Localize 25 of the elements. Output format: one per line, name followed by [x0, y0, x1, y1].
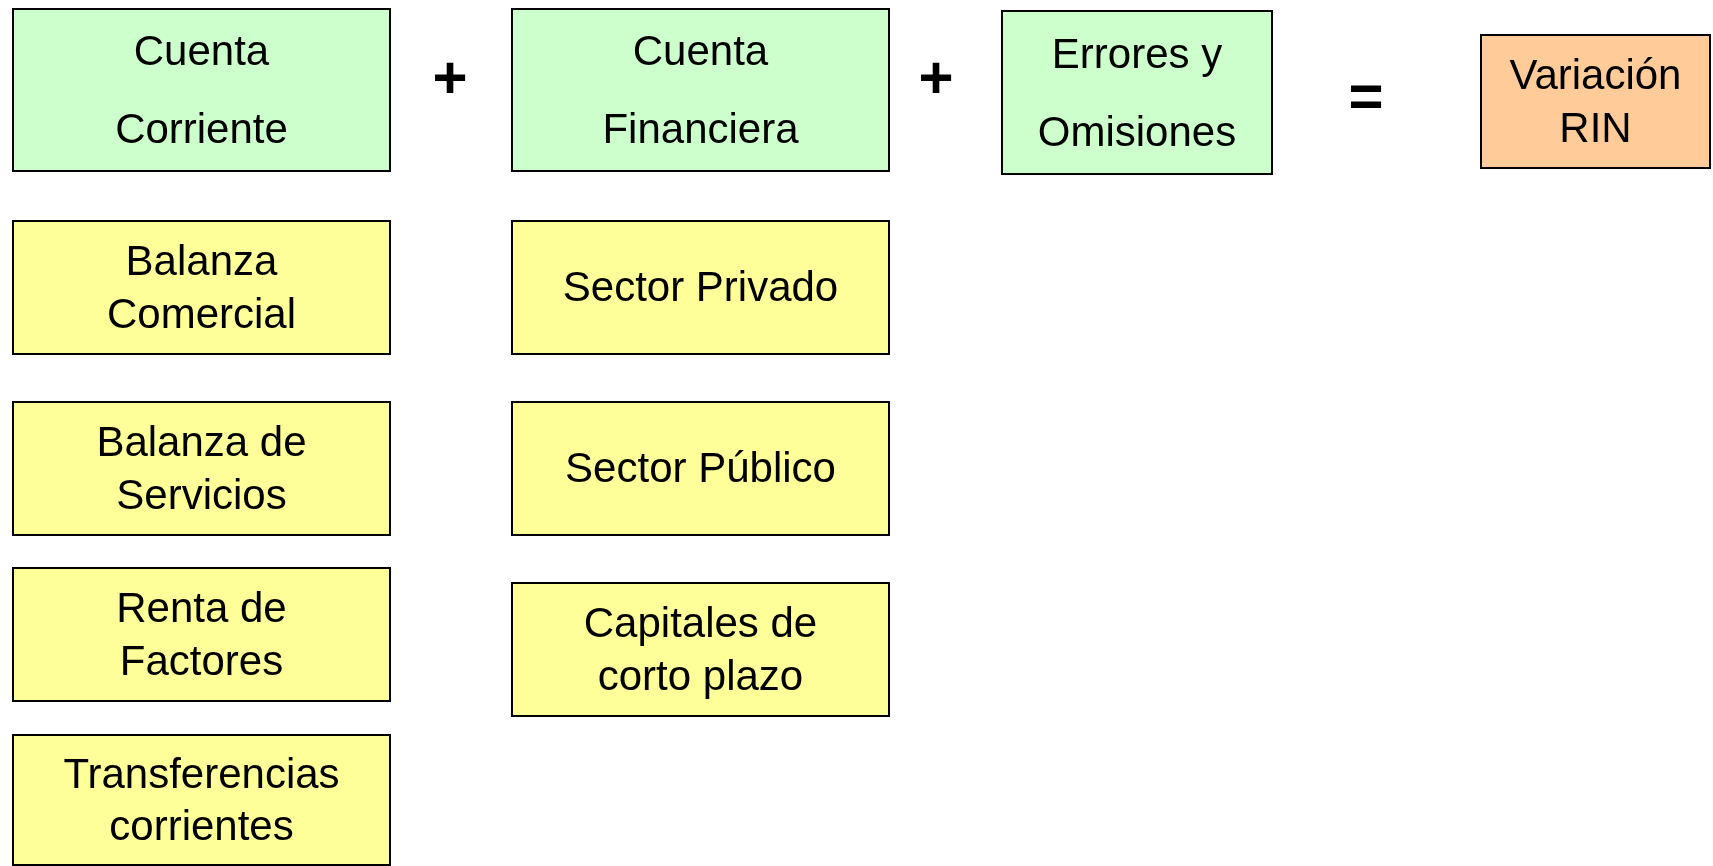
box-label: Balanza Comercial	[105, 236, 297, 339]
operator-sign: +	[431, 48, 469, 108]
account-box	[511, 582, 890, 717]
box-label: Cuenta Financiera	[601, 26, 800, 154]
account-box	[12, 220, 391, 355]
account-box	[12, 567, 391, 702]
box-label: Balanza de Servicios	[95, 417, 308, 520]
operator-sign: =	[1347, 66, 1385, 126]
box-label: Variación RIN	[1508, 50, 1683, 153]
box-label: Errores y Omisiones	[1036, 28, 1238, 157]
account-box	[1001, 10, 1273, 175]
account-box	[12, 734, 391, 866]
account-box	[511, 401, 890, 536]
operator-sign: +	[917, 48, 955, 108]
account-box	[1480, 34, 1711, 169]
box-label: Transferencias corrientes	[62, 748, 341, 851]
account-box	[511, 8, 890, 172]
account-box	[12, 401, 391, 536]
box-label: Capitales de corto plazo	[582, 598, 819, 701]
account-box	[511, 220, 890, 355]
box-label: Cuenta Corriente	[114, 26, 289, 154]
box-label: Sector Público	[565, 443, 836, 494]
box-label: Renta de Factores	[115, 583, 288, 686]
box-label: Sector Privado	[562, 262, 839, 313]
account-box	[12, 8, 391, 172]
